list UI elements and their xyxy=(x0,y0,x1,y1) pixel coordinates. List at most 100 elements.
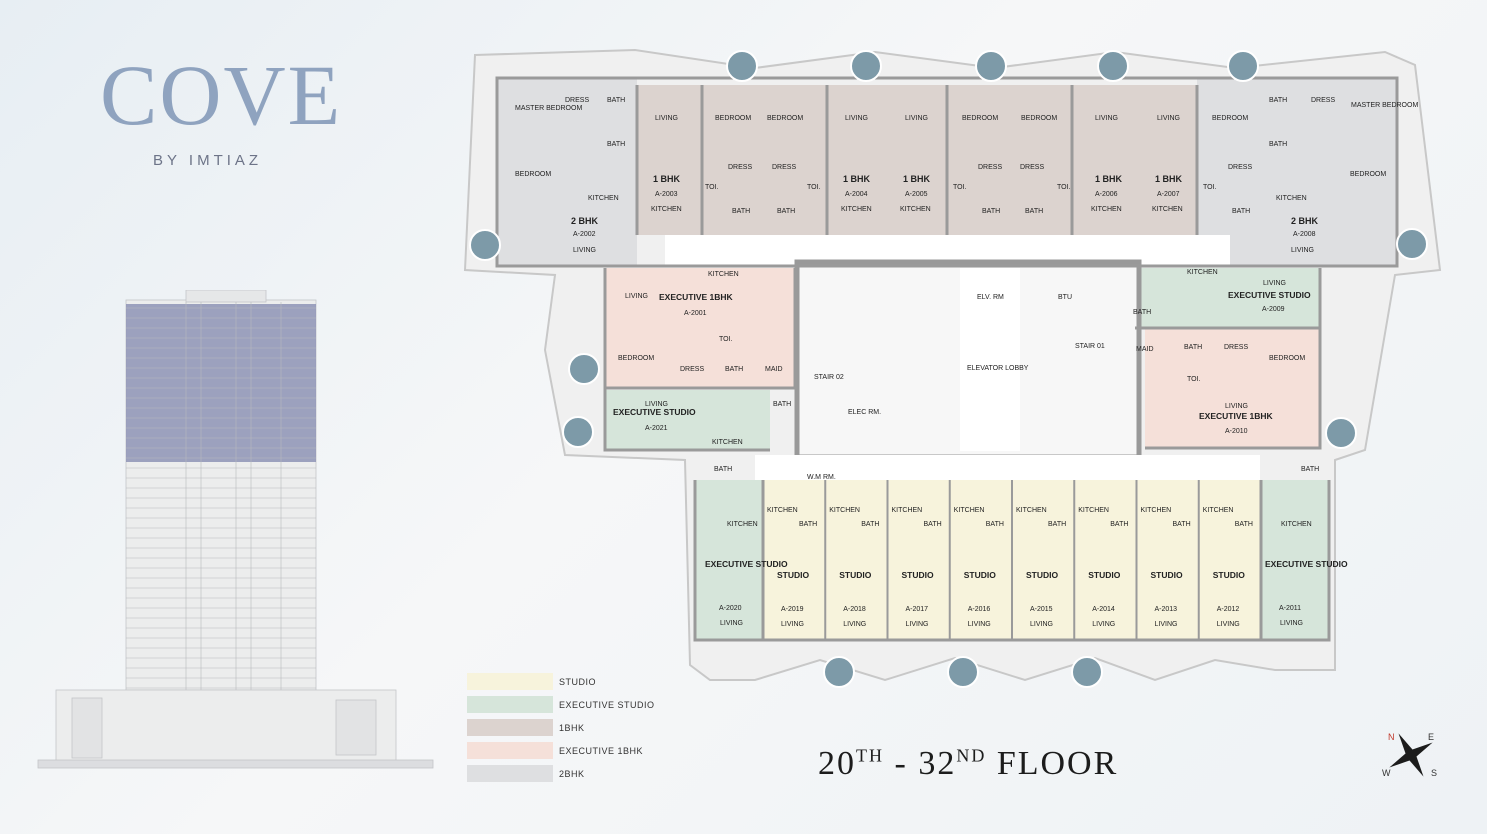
column xyxy=(469,229,501,261)
unit-a2009 xyxy=(1135,268,1320,328)
room-label: BATH xyxy=(607,141,625,148)
column xyxy=(568,353,600,385)
studio-living-label: LIVING xyxy=(906,621,929,628)
unit-id: A-2003 xyxy=(655,191,678,198)
unit-studio xyxy=(1198,480,1261,640)
studio-living-label: LIVING xyxy=(1092,621,1115,628)
legend-swatch-executive-1bhk xyxy=(467,742,553,759)
room-label: TOI. xyxy=(1187,376,1201,383)
room-label: DRESS xyxy=(1020,164,1044,171)
studio-kitchen-label: KITCHEN xyxy=(1078,507,1109,514)
unit-studio xyxy=(763,480,826,640)
room-label: BEDROOM xyxy=(715,115,751,122)
room-label: KITCHEN xyxy=(708,271,739,278)
room-label: BATH xyxy=(777,208,795,215)
column xyxy=(1097,50,1129,82)
studio-studio-type-label: STUDIO xyxy=(777,570,810,580)
unit-id: A-2010 xyxy=(1225,428,1248,435)
elevator-lobby-label: ELEVATOR LOBBY xyxy=(967,365,1029,372)
studio-studio-type-label: STUDIO xyxy=(964,570,997,580)
room-label: KITCHEN xyxy=(727,521,758,528)
room-label: LIVING xyxy=(1095,115,1118,122)
room-label: KITCHEN xyxy=(1187,269,1218,276)
studio-kitchen-label: KITCHEN xyxy=(1016,507,1047,514)
studio-bath-label: BATH xyxy=(924,521,942,528)
tower-highlight xyxy=(126,304,316,462)
unit-id: A-2006 xyxy=(1095,191,1118,198)
stair-01-label: STAIR 01 xyxy=(1075,343,1105,350)
studio-kitchen-label: KITCHEN xyxy=(1203,507,1234,514)
studio-studio-type-label: STUDIO xyxy=(902,570,935,580)
legend-swatch-studio xyxy=(467,673,553,690)
unit-type: 1 BHK xyxy=(653,174,681,184)
tower-elevation xyxy=(37,290,434,769)
room-label: LIVING xyxy=(625,293,648,300)
room-label: BATH xyxy=(714,466,732,473)
brand-logo: COVE xyxy=(100,47,343,143)
room-label: TOI. xyxy=(807,184,821,191)
room-label: DRESS xyxy=(680,366,704,373)
column xyxy=(1227,50,1259,82)
unit-type: 1 BHK xyxy=(843,174,871,184)
unit-id: A-2001 xyxy=(684,310,707,317)
unit-type: EXECUTIVE STUDIO xyxy=(613,407,696,417)
floor-plan: MASTER BEDROOM DRESS BATH BATH BEDROOM K… xyxy=(463,48,1442,688)
room-label: BEDROOM xyxy=(1212,115,1248,122)
studio-studio-type-label: STUDIO xyxy=(1026,570,1059,580)
legend-label-2bhk: 2BHK xyxy=(559,769,585,779)
studio-kitchen-label: KITCHEN xyxy=(829,507,860,514)
room-label: DRESS xyxy=(978,164,1002,171)
svg-text:S: S xyxy=(1431,768,1437,778)
studio-living-label: LIVING xyxy=(1155,621,1178,628)
column xyxy=(850,50,882,82)
unit-type: 1 BHK xyxy=(903,174,931,184)
studio-unit-id-label: A-2012 xyxy=(1217,606,1240,613)
unit-a2020 xyxy=(695,480,763,640)
column xyxy=(1071,656,1103,688)
room-label: LIVING xyxy=(1225,403,1248,410)
unit-a2008 xyxy=(1197,78,1397,266)
column xyxy=(726,50,758,82)
room-label: DRESS xyxy=(1228,164,1252,171)
room-label: TOI. xyxy=(719,336,733,343)
legend-label-studio: STUDIO xyxy=(559,677,597,687)
unit-id: A-2009 xyxy=(1262,306,1285,313)
studio-unit-id-label: A-2016 xyxy=(968,606,991,613)
unit-type: EXECUTIVE STUDIO xyxy=(705,559,788,569)
unit-id: A-2007 xyxy=(1157,191,1180,198)
svg-text:E: E xyxy=(1428,732,1434,742)
unit-id: A-2002 xyxy=(573,231,596,238)
room-label: LIVING xyxy=(1263,280,1286,287)
studio-unit-id-label: A-2018 xyxy=(843,606,866,613)
studio-bath-label: BATH xyxy=(1235,521,1253,528)
legend-swatch-2bhk xyxy=(467,765,553,782)
studio-bath-label: BATH xyxy=(1173,521,1191,528)
room-label: LIVING xyxy=(1291,247,1314,254)
elec-rm-label: ELEC RM. xyxy=(848,409,881,416)
unit-a2006 xyxy=(947,85,1072,235)
room-label: MAID xyxy=(1136,346,1154,353)
room-label: BATH xyxy=(773,401,791,408)
room-label: TOI. xyxy=(1203,184,1217,191)
unit-a2003 xyxy=(637,85,702,235)
stair-02-label: STAIR 02 xyxy=(814,374,844,381)
legend-label-executive-1bhk: EXECUTIVE 1BHK xyxy=(559,746,644,756)
unit-a2010 xyxy=(1145,328,1320,448)
room-label: MASTER BEDROOM xyxy=(515,105,582,112)
unit-studio xyxy=(825,480,888,640)
room-label: MASTER BEDROOM xyxy=(1351,102,1418,109)
room-label: KITCHEN xyxy=(712,439,743,446)
room-label: DRESS xyxy=(1311,97,1335,104)
room-label: BEDROOM xyxy=(515,171,551,178)
unit-type: EXECUTIVE 1BHK xyxy=(1199,411,1274,421)
unit-a2011 xyxy=(1261,480,1329,640)
room-label: KITCHEN xyxy=(1281,521,1312,528)
studio-bath-label: BATH xyxy=(986,521,1004,528)
room-label: BEDROOM xyxy=(618,355,654,362)
column xyxy=(823,656,855,688)
room-label: KITCHEN xyxy=(588,195,619,202)
room-label: KITCHEN xyxy=(900,206,931,213)
column xyxy=(1396,228,1428,260)
studio-kitchen-label: KITCHEN xyxy=(1141,507,1172,514)
room-label: KITCHEN xyxy=(1152,206,1183,213)
